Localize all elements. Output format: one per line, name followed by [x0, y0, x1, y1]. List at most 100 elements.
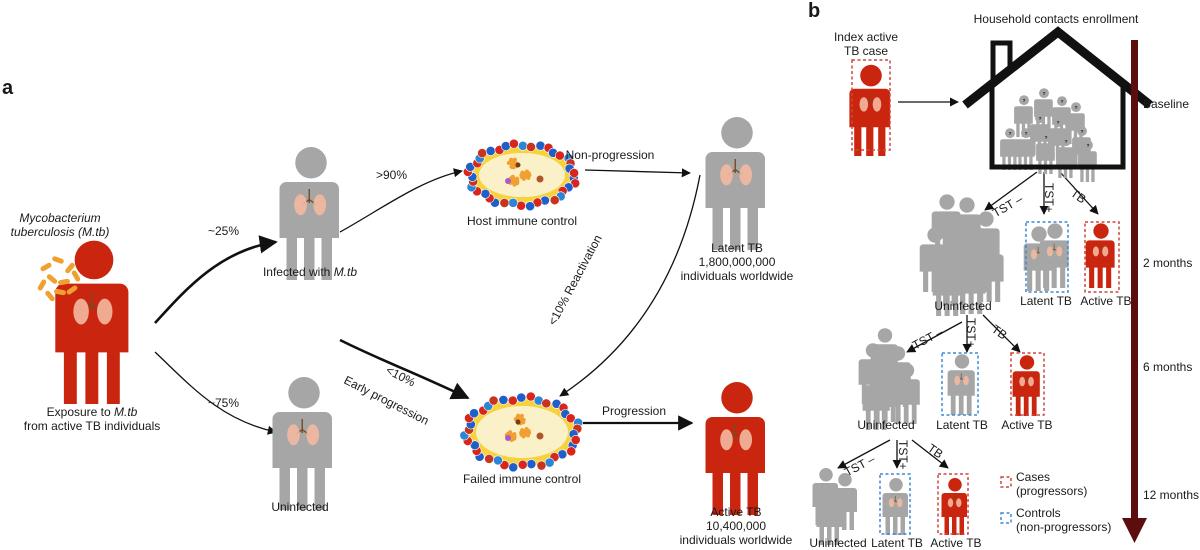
timepoint-baseline: Baseline — [1143, 97, 1190, 111]
active-suffix: individuals worldwide — [679, 533, 793, 547]
active-count: 10,400,000 — [705, 519, 767, 533]
lungs-icon — [888, 496, 903, 508]
arrow-icon — [154, 351, 277, 435]
pct-uninfected: ~75% — [208, 396, 240, 410]
arrow-icon — [906, 321, 963, 353]
dashed-box — [1000, 476, 1012, 488]
question-mark: ? — [1044, 135, 1047, 141]
lungs-icon — [294, 189, 327, 216]
latent-count: 1,800,000,000 — [698, 255, 776, 269]
dashed-box — [851, 59, 891, 151]
person-icon — [1085, 223, 1115, 288]
people: ???????????? — [37, 64, 1115, 545]
bacteria-icon — [45, 290, 55, 302]
granulomas — [459, 138, 584, 473]
arrow-icon — [982, 314, 1021, 353]
question-mark: ? — [1064, 139, 1067, 145]
latent-3: Latent TB — [871, 536, 923, 550]
tst-pos-3: TST+ — [896, 440, 910, 470]
index-label-2: TB case — [843, 44, 889, 58]
active-3: Active TB — [930, 536, 982, 550]
latent-1: Latent TB — [1020, 294, 1072, 308]
question-mark: ? — [1074, 105, 1077, 111]
person-icon — [1012, 355, 1040, 416]
lungs-icon — [720, 159, 753, 186]
question-mark: ? — [1008, 131, 1011, 137]
person-icon: ? — [1036, 132, 1055, 174]
dashed-box — [1010, 352, 1045, 416]
lungs-icon — [954, 373, 969, 386]
host-control-label: Host immune control — [466, 214, 578, 228]
uninfected-3: Uninfected — [809, 536, 867, 550]
question-mark: ? — [1056, 120, 1059, 126]
bacteria-icon — [58, 278, 70, 286]
uninfected-1: Uninfected — [934, 299, 992, 313]
pct-host-control: >90% — [376, 168, 408, 182]
non-progression-label: Non-progression — [565, 148, 655, 162]
person-icon: ? — [1000, 128, 1019, 170]
exposure-label: Exposure to M.tb — [46, 405, 138, 419]
person-icon: ? — [1030, 113, 1049, 155]
pct-infected: ~25% — [208, 224, 240, 238]
timepoint-12-months: 12 months — [1143, 488, 1200, 502]
lungs-icon — [1046, 243, 1063, 257]
person-icon — [279, 147, 339, 280]
legend-cases-2: (progressors) — [1016, 484, 1088, 498]
person-icon — [55, 240, 129, 404]
person-icon: ? — [1072, 126, 1091, 168]
lungs-icon — [1019, 374, 1034, 387]
active-1: Active TB — [1080, 294, 1132, 308]
uninfected-2: Uninfected — [857, 418, 915, 432]
bacteria-icon — [40, 262, 52, 272]
person-icon: ? — [1066, 102, 1085, 144]
bacteria-icon — [71, 270, 81, 282]
question-mark: ? — [1038, 116, 1041, 122]
latent-title: Latent TB — [711, 241, 763, 255]
dashed-box — [1000, 512, 1012, 524]
person-icon — [705, 382, 765, 515]
person-icon — [1039, 223, 1069, 288]
lungs-icon — [1092, 243, 1109, 257]
bacteria-icon — [37, 279, 47, 291]
dashed-box — [941, 352, 979, 416]
question-mark: ? — [1080, 129, 1083, 135]
arrow-icon — [984, 171, 1038, 211]
bacteria-icon — [66, 285, 78, 295]
person-icon: ? — [1016, 128, 1035, 170]
timepoint-6-months: 6 months — [1143, 360, 1193, 374]
legend-controls-2: (non-progressors) — [1016, 520, 1112, 534]
bacteria-icon — [52, 256, 64, 264]
arrow-icon — [339, 168, 463, 233]
arrow-icon — [837, 439, 891, 469]
arrow-icon — [1059, 171, 1099, 215]
infected-label: Infected with M.tb — [262, 265, 358, 279]
person-icon — [705, 117, 765, 250]
arrow-icon — [584, 168, 691, 178]
index-label-1: Index active — [833, 30, 899, 44]
uninfected-label: Uninfected — [271, 500, 329, 514]
person-icon: ? — [1048, 117, 1067, 159]
person-icon — [882, 478, 908, 535]
person-icon: ? — [1014, 95, 1033, 137]
household-label: Household contacts enrollment — [973, 12, 1139, 26]
panel-b-letter: b — [808, 0, 821, 22]
tst-pos-2: TST+ — [964, 318, 978, 348]
arrow-icon — [154, 235, 278, 324]
person-icon: ? — [1034, 88, 1053, 130]
bacteria-icon — [46, 274, 58, 284]
lungs-icon — [720, 424, 753, 451]
timeline-arrow-icon — [1122, 40, 1147, 543]
failed-control-label: Failed immune control — [462, 472, 582, 486]
person-icon: ? — [1056, 136, 1075, 178]
person-icon — [947, 354, 975, 415]
progression-label: Progression — [601, 404, 667, 418]
question-mark: ? — [1042, 91, 1045, 97]
person-icon: ? — [1078, 140, 1097, 182]
house-icon — [962, 26, 1153, 170]
dashed-box — [879, 473, 911, 535]
arrow-icon — [911, 439, 949, 469]
bacteria-icon — [65, 262, 75, 274]
lungs-icon — [859, 93, 882, 112]
